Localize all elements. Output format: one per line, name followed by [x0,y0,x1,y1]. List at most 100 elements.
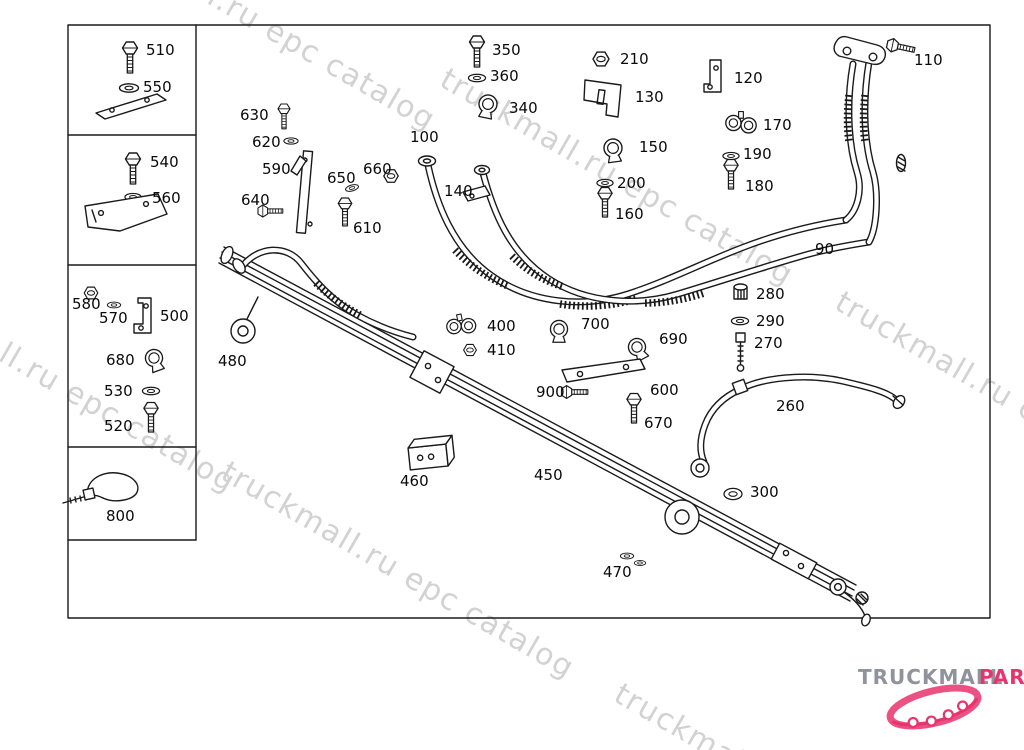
bolt-110 [885,36,917,58]
fitting-90-side [895,153,907,173]
nut-210 [592,51,610,67]
bracket-140 [462,185,491,202]
bolt-610 [337,197,353,227]
part-label-350: 350 [492,41,521,59]
bolt-670 [626,392,642,424]
part-label-110: 110 [914,51,943,69]
part-label-480: 480 [218,352,247,370]
part-label-670: 670 [644,414,673,432]
bracket-120 [703,59,722,93]
nut-410 [463,343,477,357]
part-label-680: 680 [106,351,135,369]
connector-280 [733,283,748,300]
fitting-140 [473,164,491,176]
part-label-290: 290 [756,312,785,330]
washer-550 [118,83,140,93]
washer-470 [619,552,635,560]
part-label-900: 900 [536,383,565,401]
clamp-700 [549,319,569,343]
part-label-580: 580 [72,295,101,313]
part-label-500: 500 [160,307,189,325]
hose-260-ends [690,378,906,478]
logo-text-parts: PARTS [979,665,1024,689]
part-label-620: 620 [252,133,281,151]
valve-270 [735,332,746,372]
part-label-360: 360 [490,67,519,85]
flange-90 [833,35,887,66]
bracket-590 [290,150,314,234]
wheel-logo-icon [886,684,982,730]
part-label-160: 160 [615,205,644,223]
line-art-layer [62,24,991,627]
bracket-130 [583,79,622,118]
part-label-300: 300 [750,483,779,501]
logo-text-truckmall: TRUCKMALL [858,665,1003,689]
part-label-140: 140 [444,182,473,200]
clamp-400 [444,310,478,338]
part-label-650: 650 [327,169,356,187]
part-label-660: 660 [363,160,392,178]
part-label-640: 640 [241,191,270,209]
watermark-text: truckmall.ru epc catalog [215,455,581,686]
part-label-560: 560 [152,189,181,207]
part-label-630: 630 [240,106,269,124]
part-label-520: 520 [104,417,133,435]
clamp-170 [725,110,757,134]
cable-tie-800 [62,472,139,504]
part-label-120: 120 [734,69,763,87]
part-label-550: 550 [143,78,172,96]
fitting-100 [417,155,437,167]
bolt-630 [277,103,291,130]
part-label-540: 540 [150,153,179,171]
washer-200 [596,178,614,188]
part-label-200: 200 [617,174,646,192]
part-label-400: 400 [487,317,516,335]
part-label-460: 460 [400,472,429,490]
part-label-100: 100 [410,128,439,146]
block-460 [407,434,455,471]
watermark-text: truckmall.ru epc catalog [829,285,1024,516]
part-label-410: 410 [487,341,516,359]
diagram-border [67,24,991,619]
part-label-190: 190 [743,145,772,163]
part-label-610: 610 [353,219,382,237]
washer-530 [141,386,161,396]
bolt-160 [597,186,613,218]
part-label-260: 260 [776,397,805,415]
bolt-180 [723,158,739,190]
washer-290 [730,316,750,326]
part-label-170: 170 [763,116,792,134]
part-label-470: 470 [603,563,632,581]
part-label-450: 450 [534,466,563,484]
part-label-510: 510 [146,41,175,59]
part-label-90: 90 [815,240,834,258]
bracket-500 [133,297,152,334]
part-label-130: 130 [635,88,664,106]
part-label-590: 590 [262,160,291,178]
part-label-150: 150 [639,138,668,156]
washer-190 [722,151,740,161]
part-label-570: 570 [99,309,128,327]
part-label-600: 600 [650,381,679,399]
bolt-350 [468,35,486,68]
plate-600 [561,358,646,383]
part-label-210: 210 [620,50,649,68]
plate-560 [84,193,168,232]
ring-480 [230,296,259,344]
part-label-530: 530 [104,382,133,400]
plate-550 [95,93,167,120]
part-label-180: 180 [745,177,774,195]
bolt-510 [121,41,139,74]
washer-570 [106,301,122,309]
washer-360 [467,73,487,83]
part-label-700: 700 [581,315,610,333]
bolt-540 [124,152,142,185]
part-label-800: 800 [106,507,135,525]
brand-logo: TRUCKMALL PARTS [858,665,1024,730]
part-label-690: 690 [659,330,688,348]
bolt-900 [560,385,589,399]
grommet-300 [723,487,743,501]
pipe-set-450 [218,245,871,627]
